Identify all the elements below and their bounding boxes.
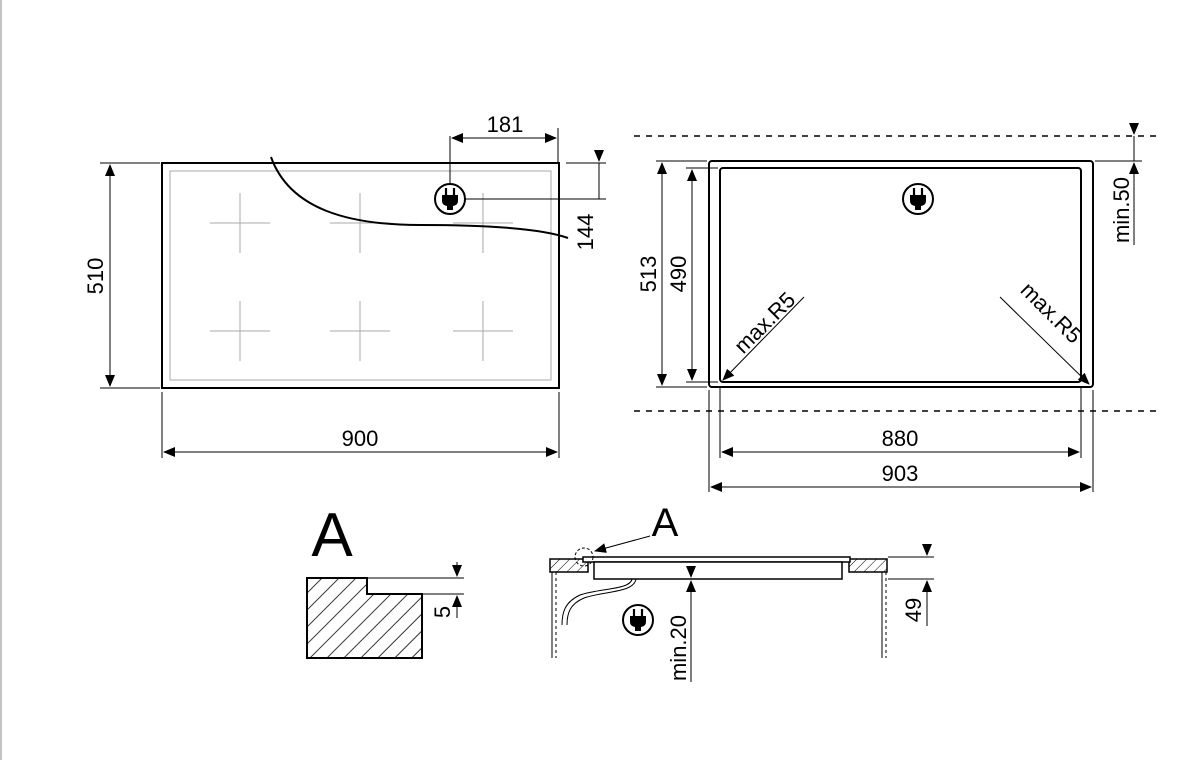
dim-5-label: 5 xyxy=(430,606,455,618)
dimension-880: 880 xyxy=(719,388,1082,458)
dim-903-label: 903 xyxy=(882,461,919,486)
corner-left-label: max.R5 xyxy=(729,287,800,358)
dim-513-label: 513 xyxy=(636,256,661,293)
corner-right-label: max.R5 xyxy=(1016,277,1087,348)
plug-icon-cutout xyxy=(901,182,935,216)
dim-510-label: 510 xyxy=(83,258,108,295)
section-view: A min.20 49 xyxy=(549,501,934,682)
section-callout: A xyxy=(652,501,679,545)
dimension-144: 144 xyxy=(566,150,606,250)
dimension-510: 510 xyxy=(83,162,160,389)
dimension-513: 513 xyxy=(636,160,707,388)
dim-880-label: 880 xyxy=(882,426,919,451)
dim-min50-label: min.50 xyxy=(1109,177,1134,243)
dim-49-label: 49 xyxy=(901,598,926,622)
cooking-zones xyxy=(209,192,514,362)
plug-icon-section xyxy=(621,603,655,637)
dim-900-label: 900 xyxy=(342,426,379,451)
dim-144-label: 144 xyxy=(573,214,598,251)
plug-icon xyxy=(433,182,467,216)
dim-min20-label: min.20 xyxy=(666,615,691,681)
cutout-view: max.R5 max.R5 xyxy=(634,135,1162,412)
hob-top-view xyxy=(161,136,606,389)
dimension-900: 900 xyxy=(161,392,560,458)
dim-490-label: 490 xyxy=(666,256,691,293)
dimension-490: 490 xyxy=(666,167,718,383)
detail-a: A 5 xyxy=(306,501,464,659)
dimension-min50: min.50 xyxy=(1095,123,1142,245)
detail-letter: A xyxy=(311,501,353,570)
dimension-903: 903 xyxy=(708,390,1094,492)
dim-181-label: 181 xyxy=(487,112,524,137)
dimension-181: 181 xyxy=(451,112,559,163)
